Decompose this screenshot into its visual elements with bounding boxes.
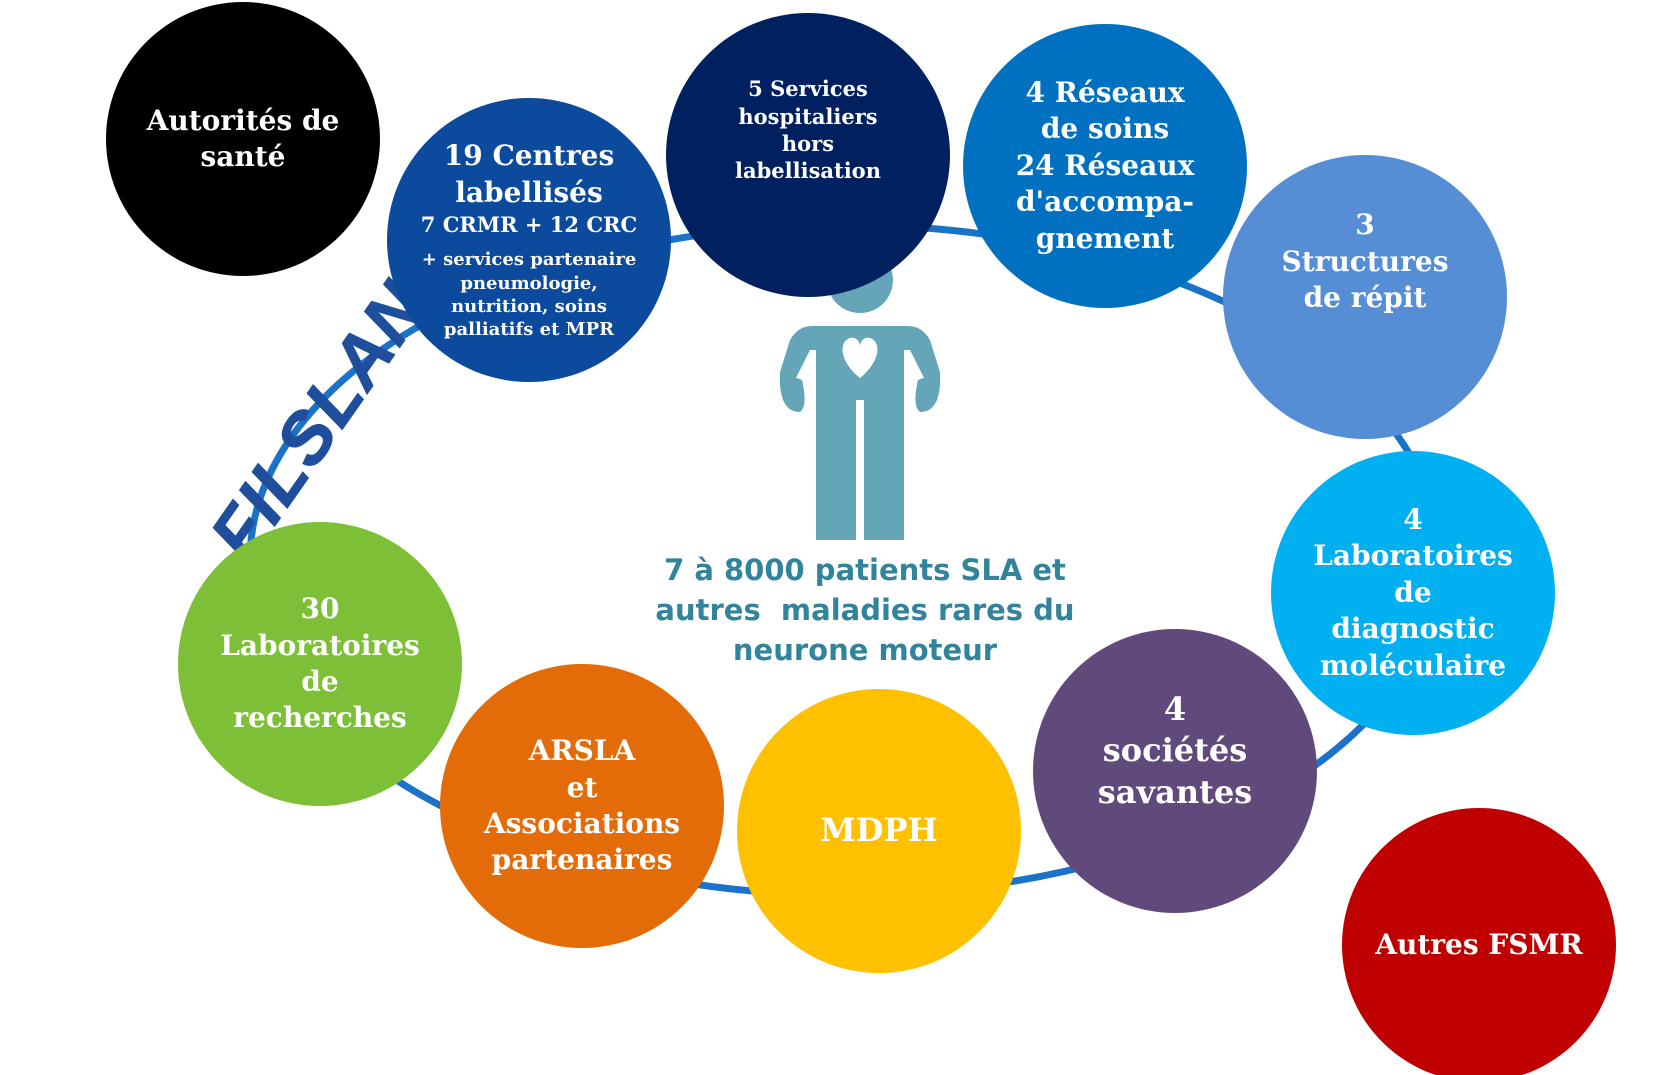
node-sublabel: 7 CRMR + 12 CRC — [420, 211, 638, 237]
node-label: moléculaire — [1319, 648, 1507, 682]
node-mdph[interactable]: MDPH — [737, 689, 1021, 973]
node-label: hospitaliers — [738, 103, 878, 129]
node-label: Autorités de — [146, 103, 340, 137]
node-laboratoires-recherche[interactable]: 30 Laboratoires de recherches — [178, 522, 462, 806]
node-centres-labellises[interactable]: 19 Centres labellisés 7 CRMR + 12 CRC + … — [387, 98, 671, 382]
node-label: hors — [781, 131, 835, 156]
node-arsla-associations[interactable]: ARSLA et Associations partenaires — [440, 664, 724, 948]
node-label: Laboratoires — [1313, 539, 1513, 573]
node-label: MDPH — [820, 811, 938, 850]
node-label: d'accompa- — [1015, 185, 1195, 219]
node-label: 4 Réseaux — [1025, 76, 1185, 110]
node-label: 5 Services — [748, 76, 868, 102]
node-label: sociétés — [1102, 731, 1248, 770]
node-label: Autres FSMR — [1375, 927, 1583, 961]
node-label: 3 — [1355, 208, 1375, 242]
node-label: 4 — [1403, 503, 1423, 537]
node-label: de — [1394, 575, 1432, 609]
node-label: de répit — [1303, 281, 1427, 315]
caption-line: neurone moteur — [732, 633, 998, 667]
node-services-hospitaliers[interactable]: 5 Services hospitaliers hors labellisati… — [666, 13, 950, 297]
node-label: partenaires — [491, 843, 673, 877]
caption-line: 7 à 8000 patients SLA et — [664, 553, 1066, 587]
node-detail: palliatifs et MPR — [443, 319, 615, 341]
node-structures-repit[interactable]: 3 Structures de répit — [1223, 155, 1507, 439]
node-label: gnement — [1035, 221, 1175, 255]
node-detail: nutrition, soins — [451, 296, 607, 318]
node-label: de — [301, 665, 339, 698]
node-reseaux[interactable]: 4 Réseaux de soins 24 Réseaux d'accompa-… — [963, 24, 1247, 308]
node-label: Structures — [1281, 244, 1449, 278]
node-label: ARSLA — [528, 734, 636, 768]
patients-caption: 7 à 8000 patients SLA et autres maladies… — [615, 550, 1115, 670]
node-detail: pneumologie, — [460, 272, 598, 294]
node-detail: + services partenaire — [421, 249, 637, 271]
node-label: 24 Réseaux — [1015, 148, 1195, 182]
node-label: labellisés — [455, 175, 603, 209]
node-societes-savantes[interactable]: 4 sociétés savantes — [1033, 629, 1317, 913]
node-autres-fsmr[interactable]: Autres FSMR — [1342, 808, 1616, 1075]
node-label: de soins — [1040, 112, 1170, 146]
node-label: savantes — [1097, 772, 1253, 811]
node-label: Associations — [483, 807, 681, 840]
node-label: santé — [200, 140, 286, 173]
node-label: 4 — [1163, 689, 1187, 728]
node-label: recherches — [233, 701, 407, 735]
node-autorites-sante[interactable]: Autorités de santé — [106, 2, 380, 276]
caption-line: autres maladies rares du — [655, 593, 1075, 627]
node-label: Laboratoires — [220, 628, 420, 662]
heart-icon — [842, 337, 878, 378]
node-label: 30 — [300, 592, 340, 626]
node-laboratoires-diagnostic[interactable]: 4 Laboratoires de diagnostic moléculaire — [1271, 451, 1555, 735]
node-label: diagnostic — [1331, 612, 1495, 646]
node-label: 19 Centres — [443, 139, 615, 173]
node-label: labellisation — [735, 158, 881, 184]
node-label: et — [566, 770, 598, 804]
